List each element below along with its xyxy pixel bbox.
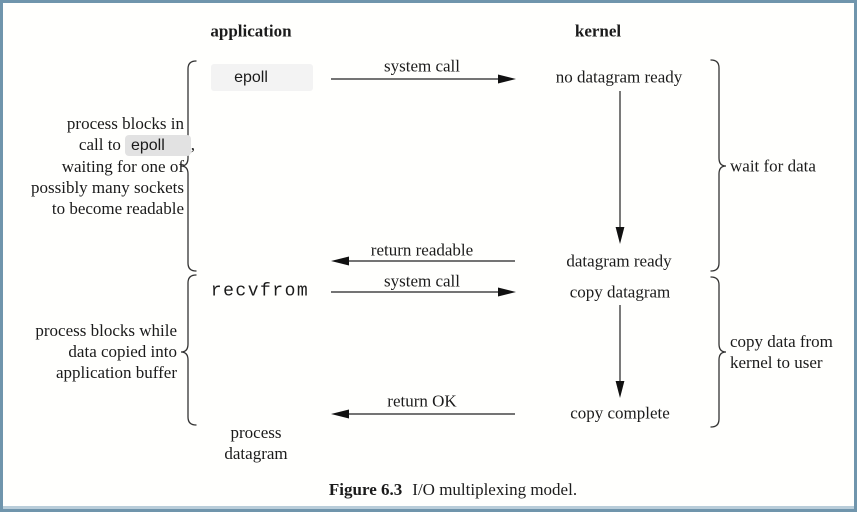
process-datagram-label: process datagram xyxy=(224,423,288,463)
return-ok-label: return OK xyxy=(387,391,457,411)
copy-data-arrow xyxy=(615,305,625,398)
epoll-inline-edit-patch: epoll xyxy=(124,135,191,156)
system-call-bottom-label: system call xyxy=(383,271,461,291)
return-readable-label: return readable xyxy=(370,240,474,260)
wait-for-data-label: wait for data xyxy=(730,156,816,176)
copy-data-label: copy data from kernel to user xyxy=(730,332,833,372)
right-brace-copy xyxy=(710,276,727,428)
no-datagram-ready-label: no datagram ready xyxy=(555,67,683,87)
left-note-recvfrom-block: process blocks while data copied into ap… xyxy=(35,321,177,382)
kernel-header: kernel xyxy=(574,21,622,41)
copy-datagram-label: copy datagram xyxy=(569,282,671,302)
figure-caption: Figure 6.3 I/O multiplexing model. xyxy=(329,480,577,500)
left-brace-block2 xyxy=(180,274,197,426)
epoll-label: epoll xyxy=(234,68,268,86)
application-header: application xyxy=(210,21,292,41)
recvfrom-label: recvfrom xyxy=(210,281,310,302)
system-call-top-label: system call xyxy=(383,56,461,76)
figure-caption-text: I/O multiplexing model. xyxy=(412,480,578,499)
right-brace-wait xyxy=(710,59,727,272)
copy-complete-label: copy complete xyxy=(570,403,670,423)
frame-bottom-highlight xyxy=(3,506,854,509)
wait-for-data-arrow xyxy=(615,91,625,244)
figure-caption-number: Figure 6.3 xyxy=(328,480,403,499)
datagram-ready-label: datagram ready xyxy=(566,251,672,271)
epoll-edit-patch: epoll xyxy=(211,64,313,91)
